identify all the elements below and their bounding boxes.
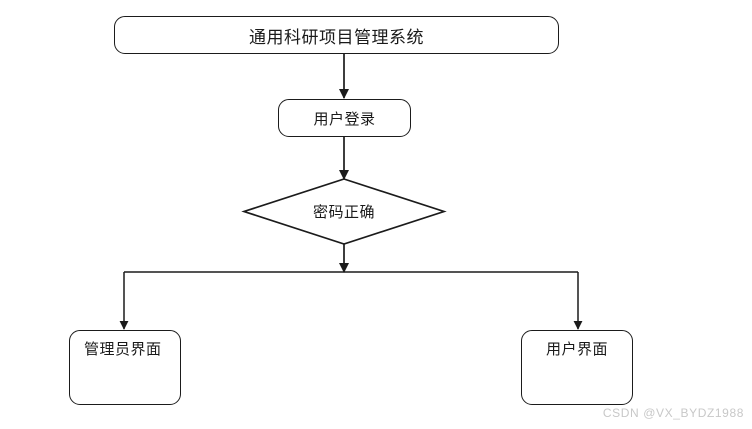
node-login[interactable]: 用户登录: [278, 99, 411, 137]
node-password-check[interactable]: 密码正确: [244, 179, 444, 244]
watermark-text: CSDN @VX_BYDZ1988: [602, 406, 744, 420]
node-user-ui[interactable]: 用户界面: [521, 330, 633, 405]
node-admin-ui[interactable]: 管理员界面: [69, 330, 181, 405]
node-system[interactable]: 通用科研项目管理系统: [114, 16, 559, 54]
node-password-check-label: 密码正确: [312, 205, 375, 221]
